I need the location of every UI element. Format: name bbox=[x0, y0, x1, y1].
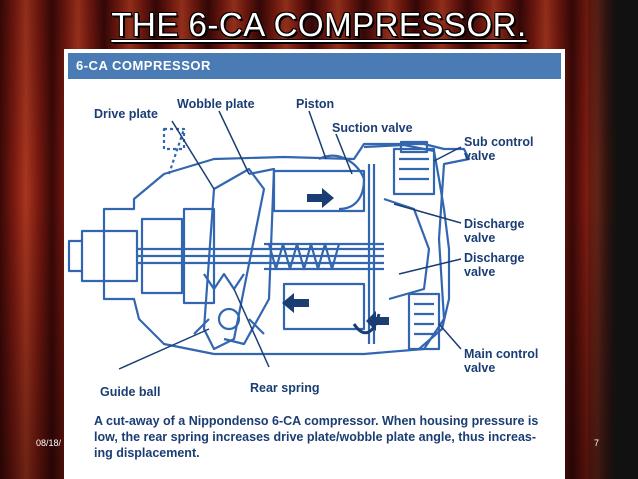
caption-line-1: A cut-away of a Nippondenso 6-CA compres… bbox=[94, 414, 539, 428]
label-piston: Piston bbox=[296, 97, 335, 111]
right-dark-edge bbox=[588, 0, 638, 479]
label-wobble-plate: Wobble plate bbox=[177, 97, 255, 111]
compressor-figure: 6-CA COMPRESSOR bbox=[64, 49, 565, 479]
label-guide-ball: Guide ball bbox=[100, 385, 161, 399]
label-main-control-line1: Main control bbox=[464, 347, 539, 361]
label-discharge-valve-b: Discharge valve bbox=[464, 251, 524, 279]
label-suction-valve: Suction valve bbox=[332, 121, 413, 135]
label-discharge-a-line1: Discharge bbox=[464, 217, 525, 231]
label-discharge-valve-a: Discharge valve bbox=[464, 217, 524, 245]
label-drive-plate: Drive plate bbox=[94, 107, 158, 121]
label-main-control-line2: valve bbox=[464, 361, 496, 375]
label-rear-spring: Rear spring bbox=[250, 381, 320, 395]
label-sub-control-line2: valve bbox=[464, 149, 496, 163]
label-sub-control-line1: Sub control bbox=[464, 135, 534, 149]
slide-page-number: 7 bbox=[594, 438, 600, 448]
label-discharge-b-line1: Discharge bbox=[464, 251, 525, 265]
label-discharge-b-line2: valve bbox=[464, 265, 496, 279]
label-sub-control-valve: Sub control valve bbox=[464, 135, 533, 163]
figure-header: 6-CA COMPRESSOR bbox=[68, 53, 561, 79]
compressor-diagram bbox=[67, 110, 471, 370]
figure-header-text: 6-CA COMPRESSOR bbox=[76, 58, 211, 73]
slide-date: 08/18/ bbox=[36, 438, 62, 448]
slide-title: THE 6-CA COMPRESSOR. bbox=[111, 6, 527, 43]
caption-line-3: ing displacement. bbox=[94, 446, 200, 460]
label-main-control-valve: Main control valve bbox=[464, 347, 538, 375]
label-discharge-a-line2: valve bbox=[464, 231, 496, 245]
figure-caption: A cut-away of a Nippondenso 6-CA compres… bbox=[94, 413, 556, 461]
caption-line-2: low, the rear spring increases drive pla… bbox=[94, 430, 537, 444]
